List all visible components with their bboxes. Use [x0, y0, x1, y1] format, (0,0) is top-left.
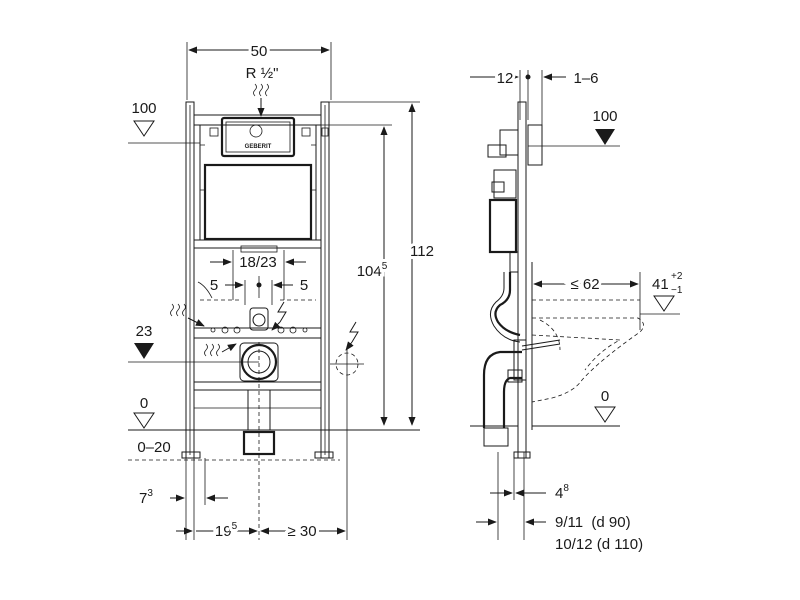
- dim-bottom-right-label: ≥ 30: [287, 523, 316, 540]
- side-level-100-marker: 100: [528, 108, 620, 147]
- depth-a-label: 12: [497, 70, 514, 87]
- height-total-label: 112: [410, 243, 434, 260]
- water-connection-label: R ½": [246, 65, 279, 82]
- width-label: 50: [251, 43, 268, 60]
- side-view: 12 1–6 100: [470, 67, 683, 553]
- side-bottom-dimensions: 48 9/11 (d 90) 10/12 (d 110): [476, 452, 643, 553]
- water-inlet-icon: [253, 83, 269, 117]
- side-floor-level-label: 0: [601, 388, 609, 405]
- pan-clearance-dimension: ≤ 62: [533, 272, 641, 330]
- height-inner-label: 1045: [357, 261, 388, 280]
- offset-right-label: 5: [300, 277, 308, 294]
- water-drain-icon: [204, 343, 237, 357]
- offset-left-label: 5: [210, 277, 218, 294]
- drain-outlet: [239, 342, 279, 540]
- pan-height-dimension: 41 +2 −1: [640, 271, 683, 315]
- dim-bottom-left-label: 73: [139, 488, 153, 507]
- width-dimension: 50: [186, 40, 332, 100]
- mid-connections: [197, 281, 316, 334]
- bottom-dimensions: 73 195 ≥ 30: [139, 458, 346, 543]
- dim-bottom-mid-label: 195: [215, 521, 238, 540]
- pipe-110-label: 10/12 (d 110): [555, 536, 643, 553]
- bolt-spacing-label: 18/23: [239, 254, 277, 271]
- level-100-label: 100: [131, 100, 156, 117]
- floor-level-label: 0: [140, 395, 148, 412]
- side-floor-level-marker: 0: [470, 388, 620, 427]
- side-dim-bottom-label: 48: [555, 483, 569, 502]
- level-100-marker: 100: [128, 100, 200, 144]
- flush-pipe: [490, 272, 521, 343]
- electric-icon-center: [271, 301, 287, 331]
- pan-clearance-label: ≤ 62: [570, 276, 599, 293]
- frame: [181, 101, 334, 459]
- depth-dimensions: 12 1–6: [470, 67, 599, 125]
- pipe-90-label: 9/11 (d 90): [555, 514, 631, 531]
- wc-pan: [531, 299, 644, 403]
- side-level-100-label: 100: [592, 108, 617, 125]
- pan-height-label: 41: [652, 276, 669, 293]
- bolt-spacing-dimension: 18/23: [210, 245, 306, 300]
- height-dimensions: 1045 112: [316, 101, 437, 426]
- pan-height-plus: +2: [671, 271, 683, 282]
- front-view: 50 R ½" 100: [128, 40, 437, 543]
- level-23-label: 23: [136, 323, 153, 340]
- cistern: GEBERIT: [199, 116, 329, 241]
- water-supply-icon: [170, 303, 205, 327]
- floor-level-marker: 0 0–20: [128, 395, 420, 461]
- drain-elbow: [482, 339, 561, 447]
- side-frame: [487, 101, 543, 459]
- offset-dimensions: 5 5: [210, 276, 308, 305]
- depth-b-label: 1–6: [573, 70, 598, 87]
- floor-range-label: 0–20: [137, 439, 170, 456]
- electric-icon-right: [330, 321, 364, 540]
- pan-height-minus: −1: [671, 285, 683, 296]
- brand-label: GEBERIT: [245, 144, 272, 150]
- level-23-marker: 23: [128, 323, 259, 363]
